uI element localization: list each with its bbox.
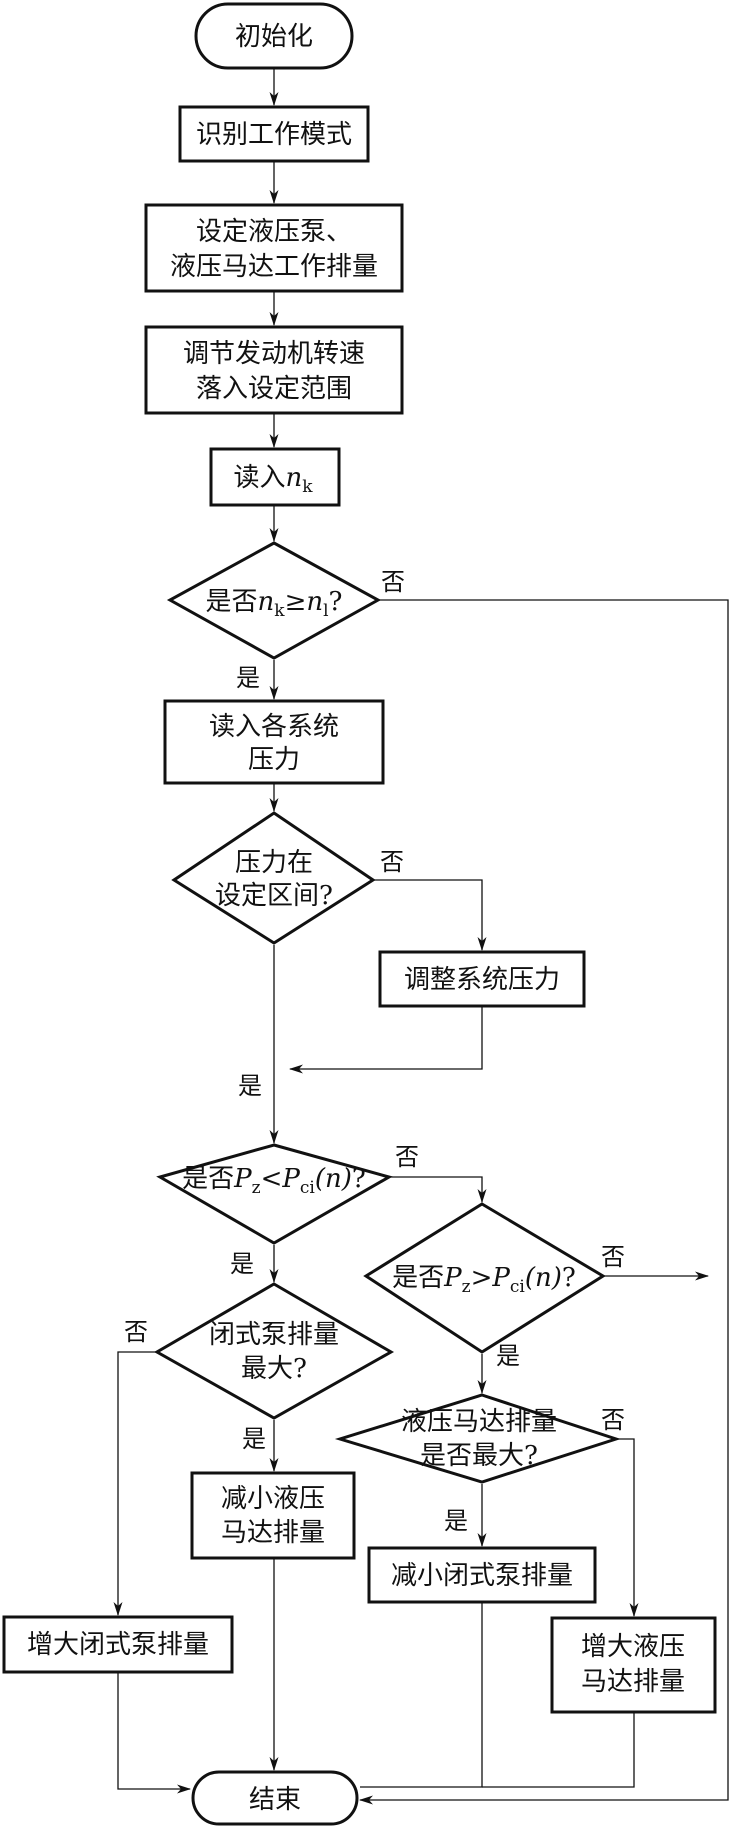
decision-pz-lt: 是否Pz<Pci(n)? bbox=[156, 1143, 393, 1245]
motor-max-line2: 是否最大? bbox=[420, 1441, 538, 1471]
process-adjust-pressure: 调整系统压力 bbox=[378, 950, 586, 1008]
decision-pressure-range: 压力在 设定区间? bbox=[171, 811, 376, 945]
decision-pressure-line1: 压力在 bbox=[235, 848, 313, 878]
process-reduce-motor: 减小液压 马达排量 bbox=[190, 1471, 356, 1560]
decision-speed-sub2: l bbox=[323, 601, 328, 621]
decision-pzgt-var2: P bbox=[491, 1263, 510, 1293]
process-adjust-engine: 调节发动机转速 落入设定范围 bbox=[144, 325, 404, 415]
label-speed-no: 否 bbox=[381, 568, 405, 596]
read-pressure-line1: 读入各系统 bbox=[209, 712, 339, 742]
decision-speed-op: ≥ bbox=[285, 587, 307, 617]
decision-pzlt-suffix: ? bbox=[352, 1164, 366, 1194]
start-text: 初始化 bbox=[235, 22, 313, 52]
decision-speed-prefix: 是否 bbox=[205, 587, 257, 617]
identify-mode-text: 识别工作模式 bbox=[196, 120, 352, 150]
process-read-nk: 读入nk bbox=[209, 447, 341, 507]
label-motor-max-no: 否 bbox=[601, 1406, 625, 1434]
decision-pzlt-prefix: 是否 bbox=[182, 1164, 234, 1194]
decision-pzlt-var1: P bbox=[233, 1164, 252, 1194]
decision-pressure-line2: 设定区间? bbox=[215, 881, 333, 911]
reduce-motor-line1: 减小液压 bbox=[221, 1484, 325, 1514]
decision-pzgt-var1: P bbox=[443, 1263, 462, 1293]
decision-pz-gt: 是否Pz>Pci(n)? bbox=[363, 1202, 606, 1354]
decision-pzlt-var2: P bbox=[281, 1164, 300, 1194]
label-pzgt-no: 否 bbox=[601, 1243, 625, 1271]
label-motor-max-yes: 是 bbox=[444, 1507, 468, 1535]
decision-speed: 是否nk≥nl? bbox=[166, 541, 382, 660]
reduce-motor-line2: 马达排量 bbox=[221, 1518, 325, 1548]
read-pressure-line2: 压力 bbox=[248, 745, 300, 775]
decision-closed-pump-max: 闭式泵排量 最大? bbox=[153, 1282, 395, 1420]
decision-pzlt-sub1: z bbox=[252, 1178, 261, 1198]
label-pzlt-yes: 是 bbox=[230, 1250, 254, 1278]
read-nk-var: n bbox=[285, 463, 302, 493]
increase-closed-pump-text: 增大闭式泵排量 bbox=[27, 1630, 209, 1660]
decision-pzgt-arg: (n) bbox=[525, 1263, 562, 1293]
decision-motor-max: 液压马达排量 是否最大? bbox=[334, 1393, 621, 1484]
end-node: 结束 bbox=[191, 1770, 359, 1826]
label-pressure-yes: 是 bbox=[238, 1072, 262, 1100]
set-displacement-line1: 设定液压泵、 bbox=[196, 217, 352, 247]
closed-pump-max-line2: 最大? bbox=[241, 1354, 307, 1384]
adjust-engine-line1: 调节发动机转速 bbox=[183, 339, 365, 369]
decision-speed-var1: n bbox=[258, 587, 275, 617]
edge-reduce-pump-to-end bbox=[360, 1602, 483, 1788]
decision-pzgt-sub1: z bbox=[462, 1277, 471, 1297]
increase-motor-line1: 增大液压 bbox=[581, 1632, 685, 1662]
decision-pzgt-suffix: ? bbox=[562, 1263, 576, 1293]
decision-pzlt-arg: (n) bbox=[315, 1164, 352, 1194]
process-increase-closed-pump: 增大闭式泵排量 bbox=[2, 1615, 234, 1674]
read-nk-prefix: 读入 bbox=[233, 463, 285, 493]
edge-motor-max-no bbox=[616, 1438, 639, 1617]
motor-max-line1: 液压马达排量 bbox=[401, 1407, 557, 1437]
decision-speed-var2: n bbox=[306, 587, 323, 617]
branch-labels: 否 是 否 是 否 是 否 是 否 是 否 是 bbox=[124, 568, 625, 1535]
end-text: 结束 bbox=[249, 1785, 301, 1815]
edge-increase-pump-to-end bbox=[117, 1672, 191, 1794]
process-reduce-closed-pump: 减小闭式泵排量 bbox=[367, 1546, 597, 1604]
label-pressure-no: 否 bbox=[380, 848, 404, 876]
set-displacement-line2: 液压马达工作排量 bbox=[170, 252, 378, 282]
decision-pzgt-prefix: 是否 bbox=[392, 1263, 444, 1293]
closed-pump-max-line1: 闭式泵排量 bbox=[209, 1320, 339, 1350]
decision-pzlt-op: < bbox=[261, 1164, 283, 1194]
edge-pressure-no bbox=[373, 879, 487, 951]
label-speed-yes: 是 bbox=[236, 664, 260, 692]
read-nk-sub: k bbox=[302, 477, 313, 497]
decision-pzgt-op: > bbox=[471, 1263, 493, 1293]
increase-motor-line2: 马达排量 bbox=[581, 1667, 685, 1697]
decision-pzgt-sub2: ci bbox=[510, 1277, 526, 1297]
decision-pzlt-sub2: ci bbox=[300, 1178, 316, 1198]
label-pzgt-yes: 是 bbox=[496, 1342, 520, 1370]
edges bbox=[113, 68, 729, 1805]
decision-speed-suffix: ? bbox=[329, 587, 343, 617]
decision-pzlt-text: 是否Pz<Pci(n)? bbox=[182, 1164, 366, 1198]
start-node: 初始化 bbox=[194, 2, 354, 70]
label-pzlt-no: 否 bbox=[395, 1143, 419, 1171]
reduce-closed-pump-text: 减小闭式泵排量 bbox=[391, 1561, 573, 1591]
decision-pzgt-text: 是否Pz>Pci(n)? bbox=[392, 1263, 576, 1297]
adjust-pressure-text: 调整系统压力 bbox=[404, 965, 560, 995]
edge-closed-max-no bbox=[113, 1351, 157, 1616]
process-read-pressure: 读入各系统 压力 bbox=[163, 699, 385, 785]
edge-pzlt-no bbox=[389, 1176, 487, 1203]
process-set-displacement: 设定液压泵、 液压马达工作排量 bbox=[144, 203, 404, 293]
adjust-engine-line2: 落入设定范围 bbox=[196, 374, 352, 404]
edge-increase-motor-to-end bbox=[482, 1712, 635, 1788]
decision-speed-sub1: k bbox=[274, 601, 285, 621]
decision-speed-text: 是否nk≥nl? bbox=[205, 587, 342, 621]
read-nk-text: 读入nk bbox=[233, 463, 313, 497]
edge-speed-no-to-end bbox=[359, 599, 729, 1805]
label-closed-max-no: 否 bbox=[124, 1318, 148, 1346]
process-identify-mode: 识别工作模式 bbox=[178, 105, 370, 163]
process-increase-motor: 增大液压 马达排量 bbox=[550, 1616, 717, 1714]
label-closed-max-yes: 是 bbox=[242, 1425, 266, 1453]
edge-adjust-pressure-return bbox=[289, 1006, 483, 1074]
